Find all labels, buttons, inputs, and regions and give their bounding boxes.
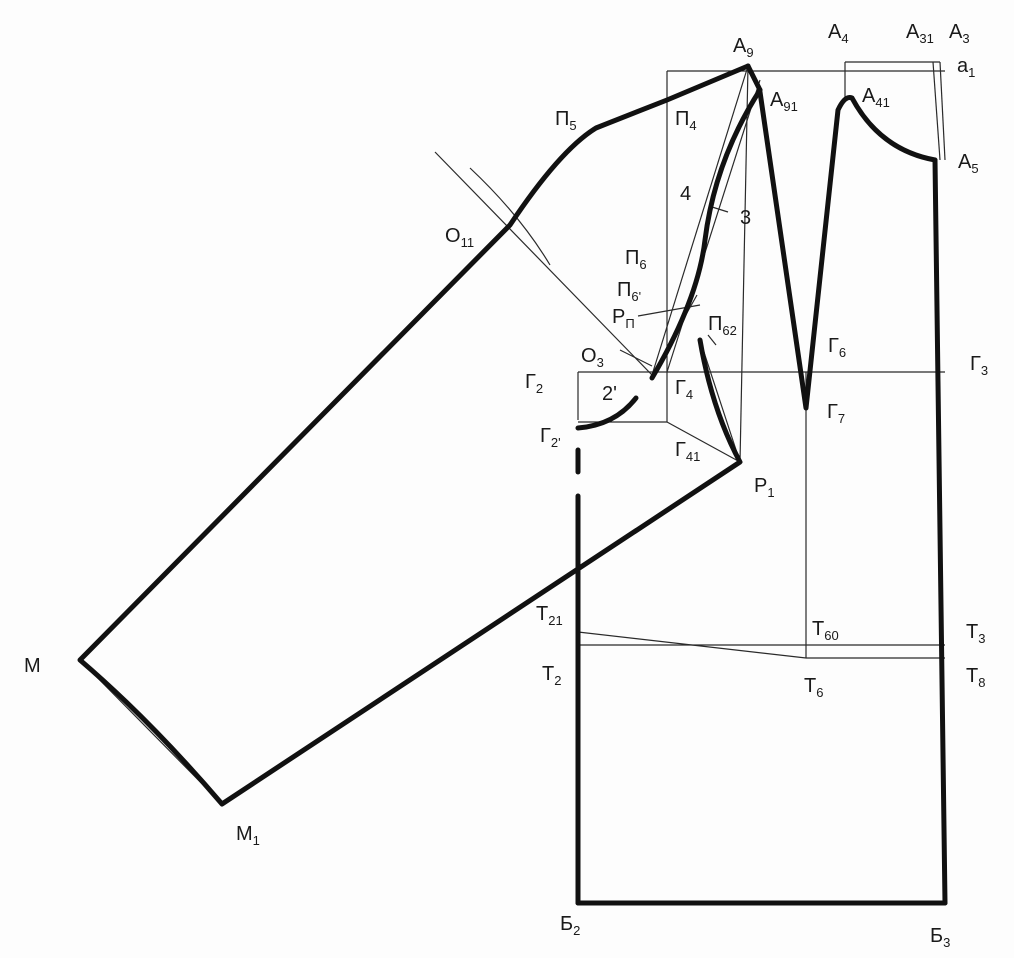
label-b2: Б2 — [560, 913, 580, 938]
bisector-o11 — [434, 151, 653, 376]
sleeve-outline — [77, 63, 751, 807]
label-p62: П62 — [708, 313, 737, 338]
center-front — [932, 157, 948, 906]
label-g41: Г41 — [675, 439, 700, 464]
neckline — [849, 95, 938, 163]
label-t3: Т3 — [966, 621, 985, 646]
label-t8: Т8 — [966, 665, 985, 690]
label-t60: Т60 — [812, 618, 839, 643]
label-a4: А4 — [828, 21, 849, 46]
tick-3 — [711, 206, 729, 213]
sleeve-cap-a9 — [745, 63, 763, 93]
label-4: 4 — [680, 183, 691, 205]
label-a3: А3 — [949, 21, 970, 46]
label-o11: О11 — [445, 225, 474, 250]
armhole-back-curve — [575, 395, 639, 431]
label-3: 3 — [740, 207, 751, 229]
label-t21: Т21 — [536, 603, 563, 628]
label-m1: М1 — [236, 823, 260, 848]
label-g6: Г6 — [828, 335, 846, 360]
label-a5: А5 — [958, 151, 979, 176]
tick-p62 — [707, 334, 717, 346]
a31-line — [932, 61, 941, 161]
label-a41: А41 — [862, 85, 890, 110]
label-p4: П4 — [675, 108, 697, 133]
label-a1: а1 — [957, 55, 975, 80]
bust-dart — [757, 89, 855, 411]
label-a91: А91 — [770, 89, 798, 114]
label-2-prime: 2' — [602, 383, 617, 405]
diagonal-a9-r1 — [739, 65, 749, 463]
a3-line — [939, 61, 946, 161]
label-rp: РП — [612, 306, 635, 331]
point-labels: А9 А4 А31 А3 а1 А91 А41 А5 П5 П4 4 3 О11… — [24, 21, 988, 950]
label-a9: А9 — [733, 35, 754, 60]
label-a31: А31 — [906, 21, 934, 46]
o3-tick — [619, 349, 653, 367]
pattern-outlines — [77, 63, 948, 906]
label-t2: Т2 — [542, 663, 561, 688]
p62-r1-chord — [699, 339, 741, 463]
label-p5: П5 — [555, 108, 577, 133]
label-g4: Г4 — [675, 377, 693, 402]
label-g2: Г2 — [525, 371, 543, 396]
label-m: М — [24, 655, 41, 677]
label-o3: О3 — [581, 345, 604, 370]
label-r1: Р1 — [754, 475, 775, 500]
label-p6: П6 — [625, 247, 647, 272]
label-g3: Г3 — [970, 353, 988, 378]
label-g7: Г7 — [827, 401, 845, 426]
label-t6: Т6 — [804, 675, 823, 700]
label-g2-prime: Г2' — [540, 425, 561, 450]
label-b3: Б3 — [930, 925, 950, 950]
g41-chord — [666, 421, 741, 463]
label-p6-prime: П6' — [617, 279, 641, 304]
armhole-front-curve — [649, 87, 763, 381]
diagonal-4 — [651, 65, 749, 376]
